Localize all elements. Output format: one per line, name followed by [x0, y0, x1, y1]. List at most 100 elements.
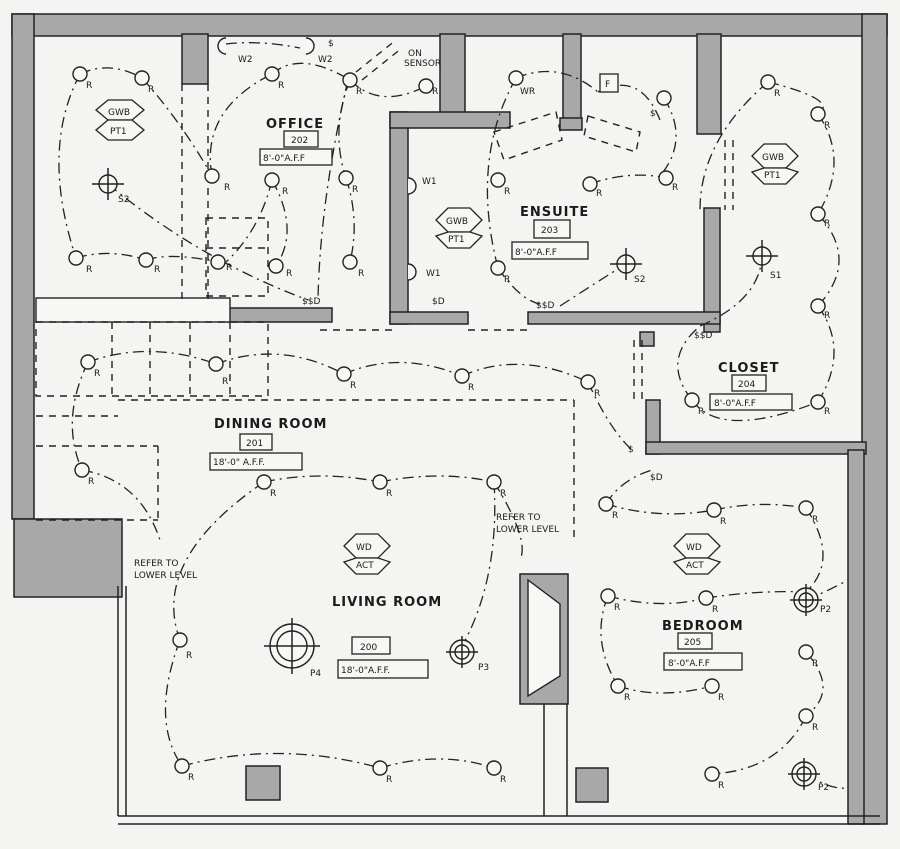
- svg-text:201: 201: [246, 439, 263, 449]
- wiring: [58, 42, 849, 789]
- svg-text:R: R: [356, 87, 362, 97]
- svg-text:R: R: [386, 775, 392, 785]
- walls: [11, 13, 888, 825]
- svg-text:GWB: GWB: [762, 153, 784, 163]
- svg-text:$$D: $$D: [536, 301, 554, 311]
- svg-text:BEDROOM: BEDROOM: [662, 619, 744, 634]
- svg-text:R: R: [286, 269, 292, 279]
- svg-text:R: R: [824, 407, 830, 417]
- p2-pendant-lower: P2: [788, 758, 829, 793]
- svg-text:R: R: [596, 189, 602, 199]
- note-refer-center-line1: REFER TO: [496, 513, 541, 523]
- svg-text:R: R: [500, 489, 506, 499]
- svg-text:R: R: [812, 659, 818, 669]
- svg-text:R: R: [358, 269, 364, 279]
- svg-text:W1: W1: [422, 177, 437, 187]
- svg-text:R: R: [468, 383, 474, 393]
- p2-pendant-upper: P2: [790, 584, 831, 616]
- room-label-office: OFFICE 202 8'-0"A.F.F: [259, 117, 333, 166]
- svg-text:R: R: [278, 81, 284, 91]
- svg-text:P2: P2: [820, 605, 831, 615]
- svg-text:$: $: [328, 39, 334, 49]
- svg-text:R: R: [824, 311, 830, 321]
- svg-text:PT1: PT1: [110, 127, 127, 137]
- svg-text:R: R: [812, 515, 818, 525]
- note-on-sensor-line1: ON: [408, 49, 422, 59]
- svg-text:203: 203: [541, 226, 558, 236]
- railings: [35, 297, 880, 825]
- svg-text:S2: S2: [634, 275, 645, 285]
- svg-text:P3: P3: [478, 663, 489, 673]
- finish-tag-living: WD ACT: [342, 533, 392, 575]
- svg-text:$$D: $$D: [302, 297, 320, 307]
- svg-text:R: R: [350, 381, 356, 391]
- svg-text:R: R: [774, 89, 780, 99]
- svg-text:OFFICE: OFFICE: [266, 117, 324, 132]
- svg-text:$$D: $$D: [694, 331, 712, 341]
- svg-text:18'-0"A.F.F.: 18'-0"A.F.F.: [341, 666, 390, 676]
- svg-text:P2: P2: [818, 783, 829, 793]
- special-fixtures: S2 S2 S1 P4 P3: [92, 37, 831, 793]
- svg-text:R: R: [614, 603, 620, 613]
- svg-text:ACT: ACT: [686, 561, 704, 571]
- svg-text:R: R: [504, 275, 510, 285]
- svg-text:R: R: [624, 693, 630, 703]
- dashed-lines: [35, 39, 734, 540]
- svg-text:R: R: [188, 773, 194, 783]
- svg-text:R: R: [386, 489, 392, 499]
- finish-tags: GWB PT1 GWB PT1 GWB PT1 WD ACT WD ACT: [94, 99, 800, 575]
- svg-text:R: R: [88, 477, 94, 487]
- svg-text:$D: $D: [432, 297, 445, 307]
- svg-text:$: $: [650, 109, 656, 119]
- note-refer-left-line1: REFER TO: [134, 559, 179, 569]
- finish-tag-bedroom: WD ACT: [672, 533, 722, 575]
- svg-text:205: 205: [684, 638, 701, 648]
- svg-text:WD: WD: [356, 543, 372, 553]
- svg-text:WR: WR: [520, 87, 535, 97]
- svg-text:8'-0"A.F.F: 8'-0"A.F.F: [263, 154, 305, 164]
- svg-text:P4: P4: [310, 669, 321, 679]
- plan-notes: ON SENSOR REFER TO LOWER LEVEL REFER TO …: [134, 49, 559, 581]
- svg-text:R: R: [186, 651, 192, 661]
- svg-text:8'-0"A.F.F: 8'-0"A.F.F: [714, 399, 756, 409]
- svg-text:R: R: [224, 183, 230, 193]
- finish-tag-ensuite: GWB PT1: [434, 207, 484, 249]
- svg-text:GWB: GWB: [446, 217, 468, 227]
- fireplace: [527, 578, 568, 816]
- svg-text:$D: $D: [650, 473, 663, 483]
- note-refer-center-line2: LOWER LEVEL: [496, 525, 559, 535]
- svg-text:R: R: [270, 489, 276, 499]
- svg-text:PT1: PT1: [764, 171, 781, 181]
- svg-text:W1: W1: [426, 269, 441, 279]
- svg-text:R: R: [352, 185, 358, 195]
- svg-text:R: R: [720, 517, 726, 527]
- finish-tag-closet: GWB PT1: [750, 143, 800, 185]
- svg-text:WD: WD: [686, 543, 702, 553]
- room-label-living: LIVING ROOM 200 18'-0"A.F.F.: [332, 595, 442, 679]
- recessed-lights: R R R R R R R R R R R R R R R R R R R R …: [68, 66, 830, 791]
- svg-text:8'-0"A.F.F: 8'-0"A.F.F: [668, 659, 710, 669]
- svg-text:R: R: [718, 781, 724, 791]
- svg-text:R: R: [672, 183, 678, 193]
- svg-text:R: R: [86, 265, 92, 275]
- svg-text:ACT: ACT: [356, 561, 374, 571]
- svg-text:LIVING ROOM: LIVING ROOM: [332, 595, 442, 610]
- svg-text:F: F: [605, 80, 610, 90]
- svg-text:R: R: [226, 263, 232, 273]
- svg-text:R: R: [594, 389, 600, 399]
- room-label-bedroom: BEDROOM 205 8'-0"A.F.F: [662, 619, 744, 671]
- svg-text:R: R: [500, 775, 506, 785]
- svg-text:R: R: [612, 511, 618, 521]
- svg-text:CLOSET: CLOSET: [718, 361, 780, 376]
- svg-text:R: R: [698, 407, 704, 417]
- note-on-sensor-line2: SENSOR: [404, 59, 441, 69]
- svg-text:200: 200: [360, 643, 377, 653]
- svg-text:18'-0" A.F.F.: 18'-0" A.F.F.: [213, 458, 265, 468]
- svg-text:W2: W2: [318, 55, 333, 65]
- svg-text:R: R: [222, 377, 228, 387]
- room-label-ensuite: ENSUITE 203 8'-0"A.F.F: [511, 205, 589, 260]
- note-refer-left-line2: LOWER LEVEL: [134, 571, 197, 581]
- svg-text:R: R: [86, 81, 92, 91]
- room-label-dining: DINING ROOM 201 18'-0" A.F.F.: [209, 417, 326, 471]
